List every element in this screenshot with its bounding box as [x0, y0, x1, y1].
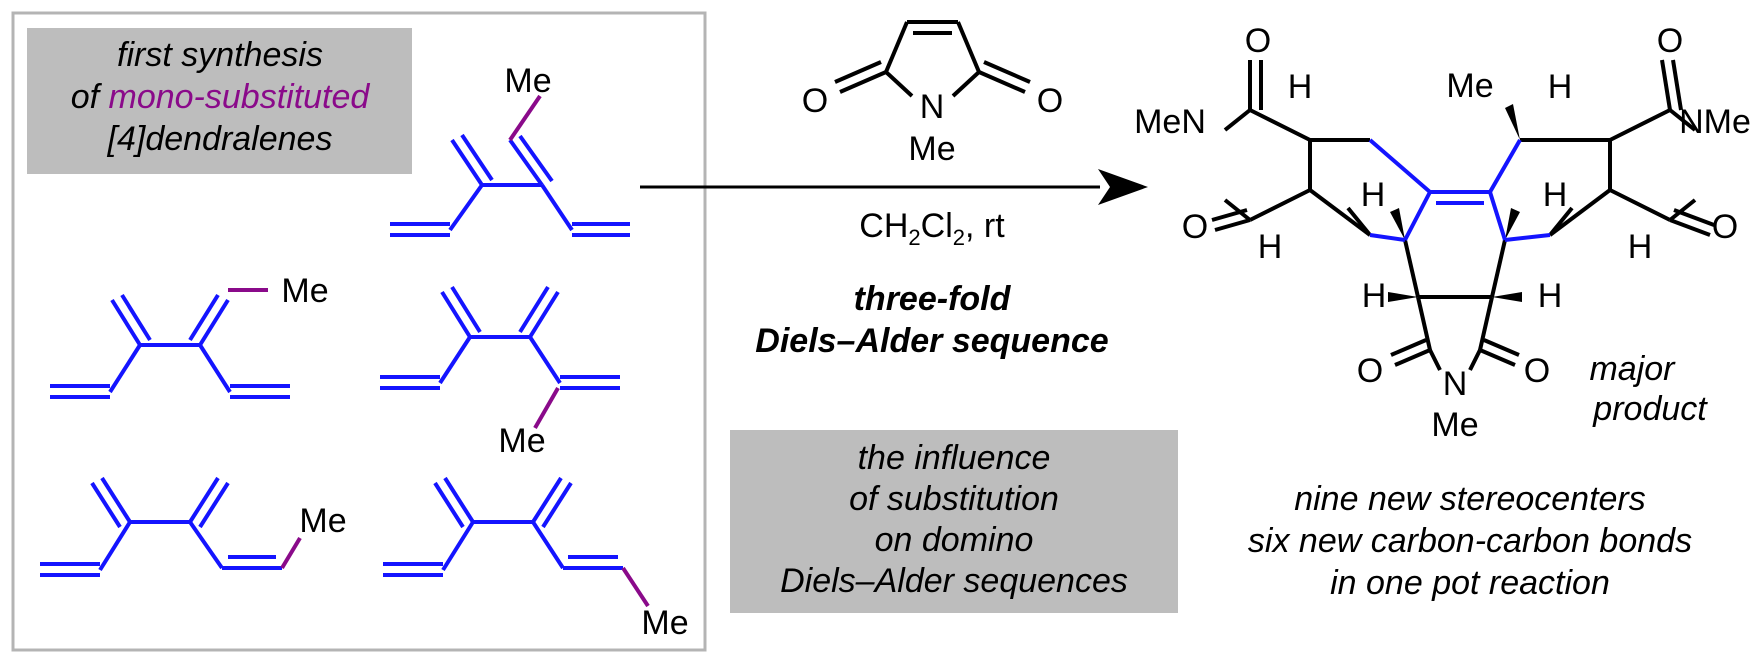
- methyl-bond-3: [533, 387, 560, 429]
- product-h-1: H: [1288, 68, 1313, 106]
- product-h-4: H: [1548, 68, 1573, 106]
- product-h-3: H: [1361, 176, 1386, 214]
- influence-line-1: the influence: [858, 439, 1051, 477]
- methyl-bond-4: [280, 536, 302, 570]
- stereo-wedge-lower-right: [1492, 292, 1522, 302]
- maleimide-o-left: O: [802, 82, 828, 120]
- stereo-wedge-lower-left: [1388, 292, 1418, 302]
- outcome-line-3: in one pot reaction: [1330, 564, 1610, 602]
- methyl-bond-5: [621, 566, 650, 608]
- product-h-7: H: [1362, 277, 1387, 315]
- product-n-bottom-me: Me: [1431, 406, 1478, 444]
- outcome-line-1: nine new stereocenters: [1294, 480, 1646, 518]
- stereo-wedge-ring-right: [1505, 208, 1520, 240]
- product-h-6: H: [1628, 228, 1653, 266]
- product-blue-bonds: [1368, 138, 1551, 242]
- intro-box: [27, 28, 412, 174]
- methyl-label-1: Me: [504, 62, 551, 100]
- maleimide-n-me: Me: [908, 130, 955, 168]
- product-n-bottom: N: [1443, 365, 1468, 403]
- methyl-label-3: Me: [498, 422, 545, 460]
- product-o-right-top: O: [1657, 22, 1683, 60]
- reaction-arrow-head: [1098, 169, 1148, 205]
- intro-line-3: [4]dendralenes: [107, 120, 333, 158]
- product-h-2: H: [1258, 228, 1283, 266]
- product-black-bonds: [1211, 59, 1715, 371]
- influence-line-4: Diels–Alder sequences: [780, 562, 1128, 600]
- stereo-wedge-ring-left: [1390, 208, 1405, 240]
- dendralene-3: [380, 285, 620, 390]
- maleimide-structure: [834, 20, 1031, 98]
- major-product-line-2: product: [1592, 390, 1708, 428]
- product-me-n-left: MeN: [1134, 103, 1206, 141]
- major-product-line-1: major: [1589, 350, 1676, 388]
- methyl-label-2: Me: [281, 272, 328, 310]
- stereo-wedge-methyl: [1505, 104, 1520, 140]
- outcome-line-2: six new carbon-carbon bonds: [1248, 522, 1692, 560]
- intro-line-1: first synthesis: [117, 36, 323, 74]
- product-o-bottom-left: O: [1357, 352, 1383, 390]
- reaction-conditions: CH2Cl2, rt: [859, 207, 1005, 250]
- influence-box: [730, 430, 1178, 613]
- product-o-left-bottom: O: [1182, 208, 1208, 246]
- product-h-8: H: [1538, 277, 1563, 315]
- dendralene-2: [50, 293, 290, 399]
- maleimide-o-right: O: [1037, 82, 1063, 120]
- product-me-top: Me: [1446, 67, 1493, 105]
- influence-line-3: on domino: [875, 521, 1034, 559]
- dendralene-5: [383, 476, 623, 577]
- methyl-bond-1: [508, 94, 542, 142]
- methyl-label-4: Me: [299, 502, 346, 540]
- methyl-label-5: Me: [641, 604, 688, 642]
- sequence-title-line-2: Diels–Alder sequence: [755, 322, 1108, 360]
- product-o-left-top: O: [1245, 22, 1271, 60]
- product-n-me-right: NMe: [1679, 103, 1751, 141]
- maleimide-n: N: [920, 88, 945, 126]
- sequence-title-line-1: three-fold: [854, 280, 1012, 318]
- dendralene-1: [390, 133, 630, 237]
- product-o-right-bottom: O: [1712, 208, 1738, 246]
- dendralene-4: [40, 476, 282, 577]
- intro-line-2: of mono-substituted: [71, 78, 371, 116]
- influence-line-2: of substitution: [849, 480, 1059, 518]
- product-h-5: H: [1543, 176, 1568, 214]
- product-o-bottom-right: O: [1524, 352, 1550, 390]
- substrate-frame: [11, 11, 707, 652]
